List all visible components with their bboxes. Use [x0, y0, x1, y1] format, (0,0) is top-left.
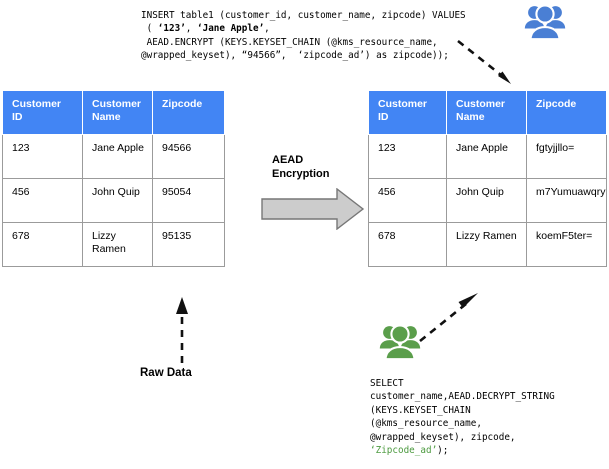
- select-sql-line-4: (@kms_resource_name,: [370, 418, 482, 430]
- insert-sql-line-1: INSERT table1 (customer_id, customer_nam…: [141, 10, 466, 21]
- table-header-row: Customer ID Customer Name Zipcode: [368, 90, 607, 135]
- table-row: 123 Jane Apple fgtyjjllo=: [368, 134, 607, 179]
- insert-sql-statement: INSERT table1 (customer_id, customer_nam…: [141, 9, 466, 63]
- insert-sql-value-customer-id: ‘123’: [157, 23, 186, 35]
- cell-zipcode-encrypted: m7Yumuawqry: [526, 178, 607, 223]
- select-sql-line-2: customer_name,AEAD.DECRYPT_STRING: [370, 391, 555, 403]
- insert-sql-line-3: AEAD.ENCRYPT (KEYS.KEYSET_CHAIN (@kms_re…: [141, 36, 438, 48]
- table-row: 456 John Quip m7Yumuawqry: [368, 178, 607, 223]
- select-sql-line-6-tail: );: [437, 445, 449, 457]
- cell-customer-id: 456: [2, 178, 83, 223]
- people-group-icon: [379, 324, 421, 360]
- cell-zipcode-encrypted: fgtyjjllo=: [526, 134, 607, 179]
- column-header-zipcode: Zipcode: [152, 90, 225, 135]
- select-sql-statement: SELECT customer_name,AEAD.DECRYPT_STRING…: [370, 377, 555, 457]
- right-block-arrow-icon: [261, 188, 365, 230]
- column-header-customer-name: Customer Name: [446, 90, 527, 135]
- cell-customer-id: 123: [368, 134, 447, 179]
- cell-customer-id: 123: [2, 134, 83, 179]
- table-header-row: Customer ID Customer Name Zipcode: [2, 90, 225, 135]
- select-sql-line-1: SELECT: [370, 378, 404, 389]
- aead-encryption-label: AEAD Encryption: [272, 154, 330, 180]
- cell-customer-id: 678: [2, 222, 83, 267]
- select-sql-line-5: @wrapped_keyset), zipcode,: [370, 431, 516, 443]
- insert-sql-line-2-suffix: ,: [264, 23, 270, 35]
- cell-customer-name: Jane Apple: [82, 134, 153, 179]
- cell-customer-id: 456: [368, 178, 447, 223]
- insert-sql-line-2-mid: ,: [185, 23, 197, 35]
- dashed-arrow-up-right-icon: [419, 293, 478, 343]
- cell-customer-name: Jane Apple: [446, 134, 527, 179]
- cell-zipcode: 95054: [152, 178, 225, 223]
- select-sql-ad-literal: ‘Zipcode_ad’: [370, 445, 438, 457]
- table-row: 456 John Quip 95054: [2, 178, 225, 223]
- column-header-customer-id: Customer ID: [368, 90, 447, 135]
- cell-zipcode-encrypted: koemF5ter=: [526, 222, 607, 267]
- raw-data-table: Customer ID Customer Name Zipcode 123 Ja…: [2, 90, 225, 267]
- insert-sql-value-customer-name: ‘Jane Apple’: [197, 23, 265, 35]
- dashed-arrow-icon: [457, 39, 511, 84]
- cell-customer-name: John Quip: [446, 178, 527, 223]
- table-row: 678 Lizzy Ramen koemF5ter=: [368, 222, 607, 267]
- table-row: 123 Jane Apple 94566: [2, 134, 225, 179]
- column-header-zipcode: Zipcode: [526, 90, 607, 135]
- cell-customer-name: Lizzy Ramen: [446, 222, 527, 267]
- cell-customer-name: John Quip: [82, 178, 153, 223]
- cell-customer-id: 678: [368, 222, 447, 267]
- cell-zipcode: 95135: [152, 222, 225, 267]
- people-group-icon: [524, 4, 566, 40]
- table-row: 678 Lizzy Ramen 95135: [2, 222, 225, 267]
- cell-customer-name: Lizzy Ramen: [82, 222, 153, 267]
- column-header-customer-name: Customer Name: [82, 90, 153, 135]
- column-header-customer-id: Customer ID: [2, 90, 83, 135]
- insert-sql-line-2-prefix: (: [141, 23, 158, 35]
- dashed-arrow-up-icon: [176, 297, 188, 363]
- insert-sql-line-4: @wrapped_keyset), “94566”, ‘zipcode_ad’)…: [141, 50, 449, 62]
- encrypted-data-table: Customer ID Customer Name Zipcode 123 Ja…: [368, 90, 607, 267]
- select-sql-line-3: (KEYS.KEYSET_CHAIN: [370, 404, 471, 416]
- raw-data-label: Raw Data: [140, 367, 192, 379]
- cell-zipcode: 94566: [152, 134, 225, 179]
